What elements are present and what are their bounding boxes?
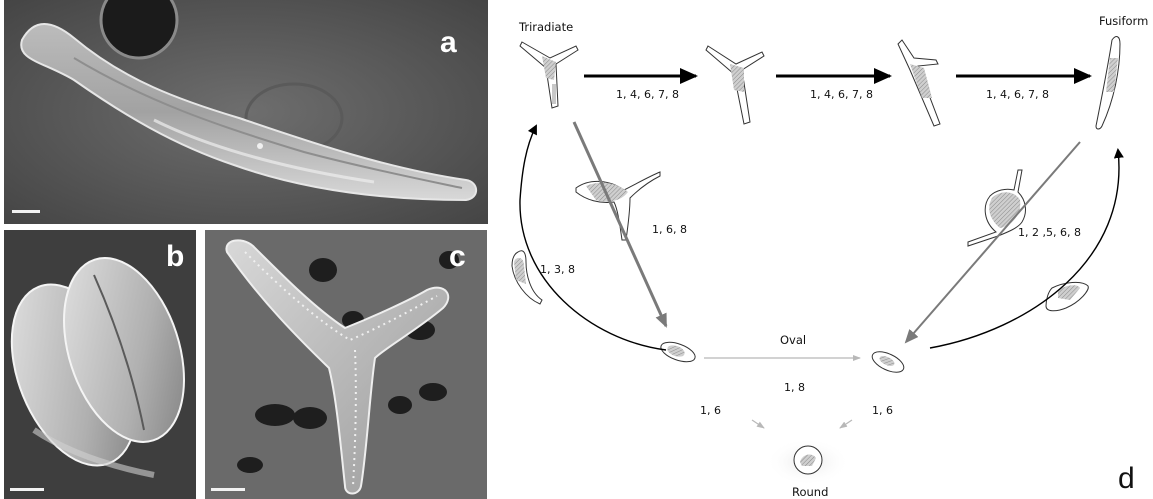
intermediate-cell-icon-4 <box>512 251 542 304</box>
panel-label-a: a <box>440 28 457 58</box>
scale-bar-c <box>211 488 245 491</box>
round-cell-icon <box>766 438 850 486</box>
micrograph-panel-c: c <box>205 230 487 499</box>
intermediate-cell-icon-3 <box>576 172 660 240</box>
intermediate-cell-icon-2 <box>898 40 940 126</box>
panel-label-c: c <box>449 242 466 272</box>
panel-label-d: d <box>1118 462 1135 495</box>
transition-label-1: 1, 4, 6, 7, 8 <box>616 88 679 101</box>
transition-label-3: 1, 4, 6, 7, 8 <box>986 88 1049 101</box>
intermediate-cell-icon-6 <box>1046 282 1088 310</box>
transition-label-5: 1, 3, 8 <box>540 263 575 276</box>
triradiate-cell-icon <box>520 42 578 108</box>
triradiate-cell-micrograph <box>205 230 487 499</box>
label-triradiate: Triradiate <box>518 20 573 34</box>
oval-cell-icon-left <box>658 338 697 365</box>
intermediate-cell-icon-1 <box>706 46 764 124</box>
transition-label-7: 1, 8 <box>784 381 805 394</box>
transition-label-9: 1, 6 <box>872 404 893 417</box>
oval-cell-icon-right <box>869 348 907 377</box>
arrow-oval-left-to-round <box>752 420 764 428</box>
label-fusiform: Fusiform <box>1099 14 1148 28</box>
scale-bar-b <box>10 488 44 491</box>
morphotype-transition-diagram: Triradiate Fusiform Oval Round <box>490 0 1153 499</box>
label-round: Round <box>792 485 828 499</box>
fusiform-cell-micrograph <box>4 0 488 224</box>
transition-label-6: 1, 2 ,5, 6, 8 <box>1018 226 1081 239</box>
arc-oval-to-triradiate <box>520 126 666 350</box>
micrograph-panel-b: b <box>4 230 196 499</box>
transition-label-2: 1, 4, 6, 7, 8 <box>810 88 873 101</box>
fusiform-cell-icon <box>1096 37 1120 129</box>
arrow-oval-right-to-round <box>840 420 852 428</box>
micrograph-panel-a: a <box>4 0 488 224</box>
scale-bar-a <box>12 210 40 213</box>
arrow-fusiform-to-oval <box>906 142 1080 342</box>
label-oval: Oval <box>780 333 806 347</box>
panel-label-b: b <box>166 242 184 272</box>
transition-label-4: 1, 6, 8 <box>652 223 687 236</box>
arc-oval-to-fusiform <box>930 150 1119 348</box>
intermediate-cell-icon-5 <box>968 170 1025 246</box>
transition-label-8: 1, 6 <box>700 404 721 417</box>
